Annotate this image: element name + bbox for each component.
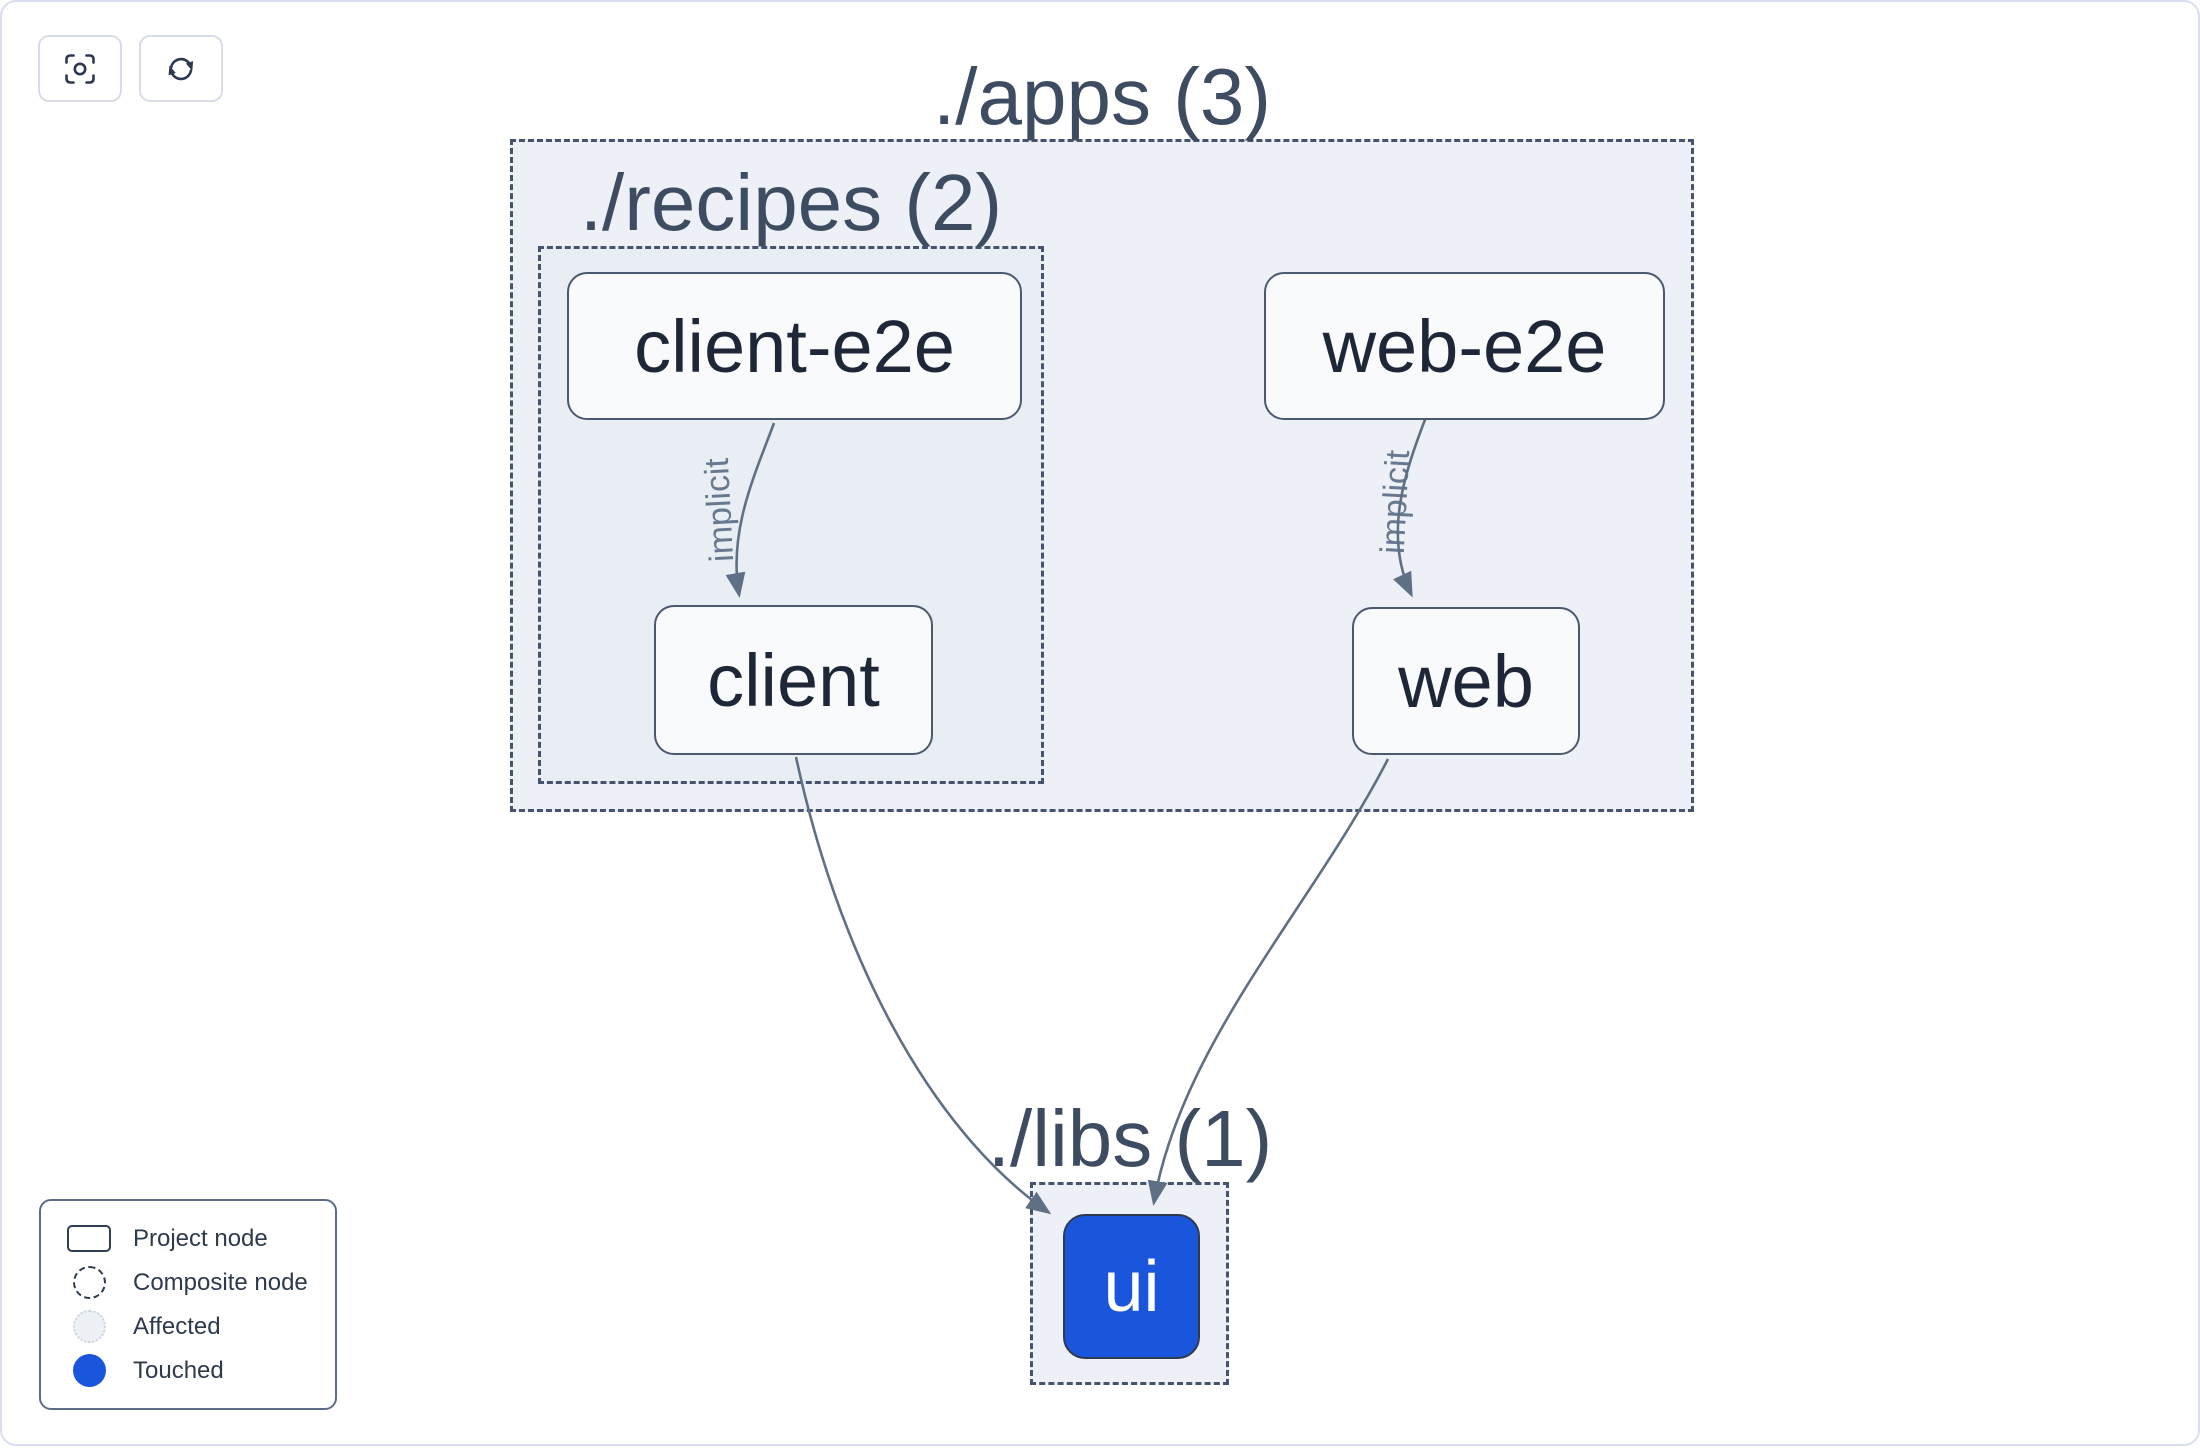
legend-item-composite-node: Composite node [65, 1261, 335, 1305]
legend-item-touched: Touched [65, 1349, 335, 1393]
composite-node-swatch [72, 1266, 106, 1299]
legend-label: Touched [133, 1356, 224, 1384]
legend-item-affected: Affected [65, 1305, 335, 1349]
legend-panel: Project node Composite node Affected Tou… [39, 1199, 337, 1410]
node-client[interactable]: client [654, 605, 933, 755]
affected-swatch [72, 1310, 106, 1343]
project-node-swatch [67, 1225, 111, 1252]
edge-label-implicit-web: implicit [1373, 449, 1418, 555]
refresh-button[interactable] [139, 35, 223, 102]
legend-label: Affected [133, 1312, 221, 1340]
node-client-e2e[interactable]: client-e2e [567, 272, 1022, 420]
node-web[interactable]: web [1352, 607, 1580, 755]
refresh-icon [168, 57, 194, 80]
crosshair-focus-icon [65, 53, 95, 84]
graph-toolbar [38, 35, 223, 102]
touched-swatch [72, 1354, 106, 1387]
legend-label: Composite node [133, 1268, 308, 1296]
node-ui-touched[interactable]: ui [1063, 1214, 1200, 1359]
edge-label-implicit-client: implicit [697, 457, 742, 563]
group-label-apps: ./apps (3) [933, 52, 1271, 141]
legend-label: Project node [133, 1224, 268, 1252]
group-label-recipes: ./recipes (2) [579, 158, 1003, 247]
legend-item-project-node: Project node [65, 1217, 335, 1261]
focus-button[interactable] [38, 35, 122, 102]
group-label-libs: ./libs (1) [987, 1094, 1273, 1183]
node-web-e2e[interactable]: web-e2e [1264, 272, 1665, 420]
